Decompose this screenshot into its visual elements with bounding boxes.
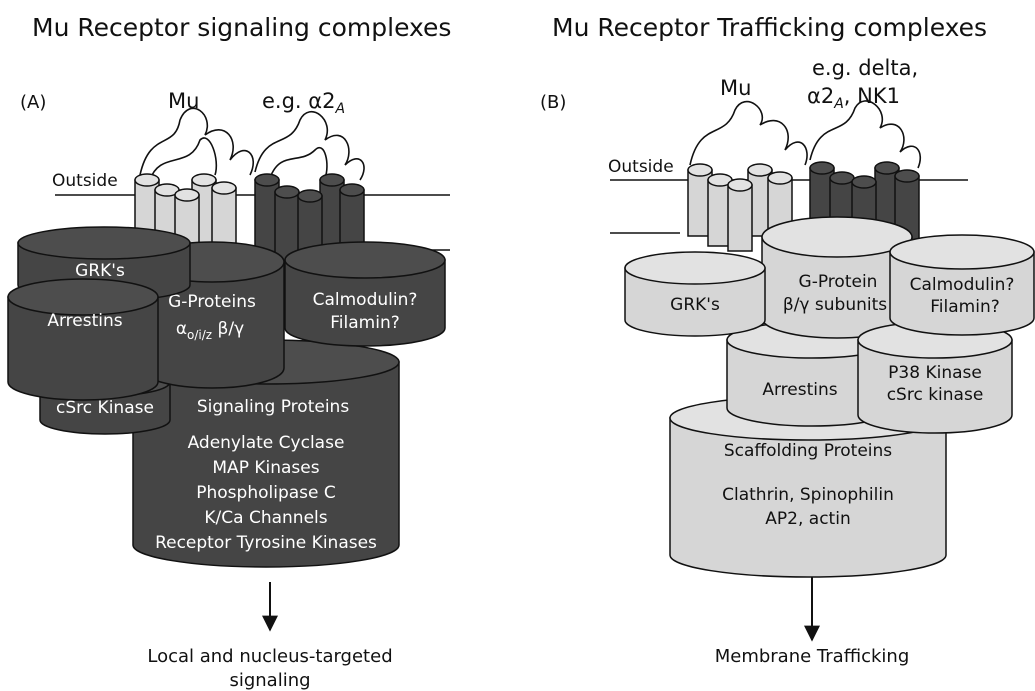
mu-loop-2 [149,137,218,181]
filamin-label-b: Filamin? [930,297,1000,317]
p38-kinase-cylinder: P38 Kinase cSrc kinase [857,321,1013,434]
g-proteins-label: G-Proteins [168,292,256,312]
signaling-item: Adenylate Cyclase [188,433,345,453]
alpha2a-receptor-label: e.g. α2A [262,89,345,117]
panel-b: Mu Receptor Trafficking complexes (B) Mu… [540,13,1035,667]
mu-extracellular-loops-b [689,100,808,166]
calmodulin-label-b: Calmodulin? [910,275,1015,295]
mu-receptor-helices [134,173,237,266]
alpha2a-loop-2 [269,146,328,179]
delta-receptor-label: e.g. delta, [812,56,918,80]
signaling-proteins-title: Signaling Proteins [197,397,350,417]
signaling-item: Phospholipase C [196,483,336,503]
panel-a: Mu Receptor signaling complexes (A) Mu e… [7,13,451,691]
mu-receptor-label-b: Mu [720,76,751,100]
signaling-item: MAP Kinases [212,458,319,478]
mu-receptor-label: Mu [168,89,199,113]
g-proteins-subunits: αo/i/z β/γ [176,319,244,342]
mu-receptor-helices-b [687,163,793,252]
outcome-label-line2: signaling [229,670,310,691]
scaffolding-items-line2: AP2, actin [765,509,850,529]
scaffolding-title: Scaffolding Proteins [724,441,892,461]
calmodulin-filamin-cylinder-b: Calmodulin? Filamin? [889,234,1035,336]
signaling-item: Receptor Tyrosine Kinases [155,533,377,553]
g-protein-label-b: G-Protein [799,272,878,292]
arrestins-cylinder: Arrestins [7,278,159,401]
arrestins-label: Arrestins [47,311,122,331]
grk-label-b: GRK's [670,295,720,315]
alpha2a-nk1-label: α2A, NK1 [807,84,900,112]
calmodulin-label: Calmodulin? [313,290,418,310]
calmodulin-filamin-cylinder: Calmodulin? Filamin? [284,241,446,347]
arrestins-label-b: Arrestins [762,380,837,400]
filamin-label: Filamin? [330,313,400,333]
panel-b-heading: Mu Receptor Trafficking complexes [552,13,987,42]
csrc-kinase-label: cSrc Kinase [56,398,154,418]
alpha2a-receptor-helices [254,173,365,269]
panel-a-tag: (A) [20,92,46,113]
trafficking-outcome-label: Membrane Trafficking [715,646,910,667]
g-protein-subunits-b: β/γ subunits [783,295,887,315]
csrc-kinase-label-b: cSrc kinase [887,385,984,405]
outside-label: Outside [52,171,118,191]
delta-extracellular-loops [809,100,922,169]
signaling-item: K/Ca Channels [204,508,327,528]
outcome-label-line1: Local and nucleus-targeted [147,646,392,667]
scaffolding-items-line1: Clathrin, Spinophilin [722,485,894,505]
g-protein-cylinder-b: G-Protein β/γ subunits [761,216,913,339]
p38-kinase-label: P38 Kinase [888,363,982,383]
mu-extracellular-loops [139,107,255,176]
grk-cylinder-b: GRK's [624,251,766,337]
panel-b-tag: (B) [540,92,566,113]
outside-label-b: Outside [608,157,674,177]
grk-label: GRK's [75,261,125,281]
panel-a-heading: Mu Receptor signaling complexes [32,13,451,42]
alpha2a-extracellular-loops [254,111,365,181]
